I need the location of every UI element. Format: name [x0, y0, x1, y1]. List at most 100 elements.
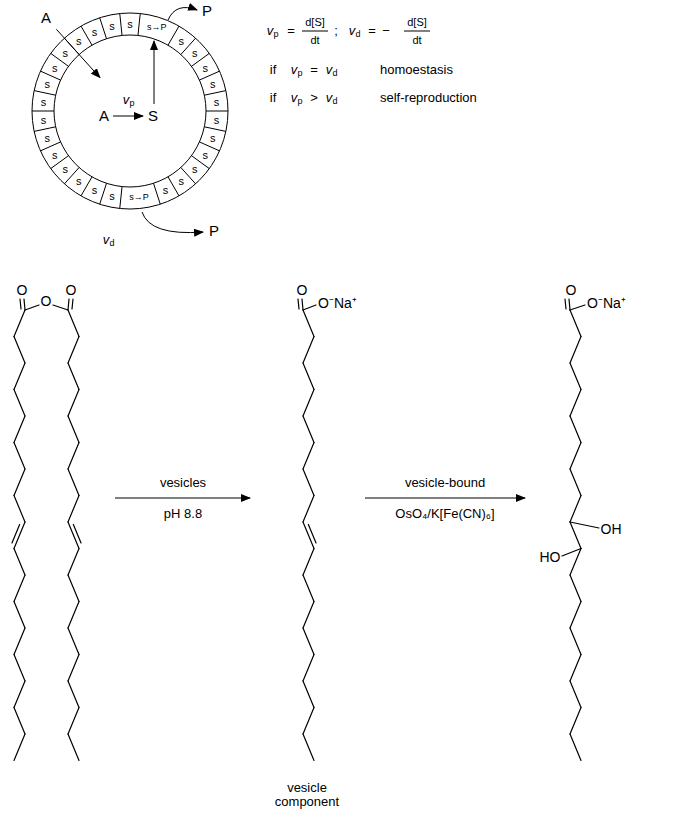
bond [570, 496, 581, 523]
bond [303, 496, 314, 523]
bond [570, 443, 581, 470]
segment-divider [34, 91, 56, 96]
bond [14, 734, 25, 761]
bond [303, 416, 314, 443]
bond [68, 734, 79, 761]
bond [570, 708, 581, 735]
bond [68, 443, 79, 470]
chem-label: O [41, 294, 52, 309]
segment-label: s [210, 132, 216, 144]
segment-label: s [52, 148, 58, 160]
bond [14, 416, 25, 443]
chem-label: OsO₄/K[Fe(CN)₆] [395, 507, 494, 521]
bond [68, 575, 79, 602]
segment-label: s [214, 114, 220, 126]
bond [68, 390, 79, 417]
chem-label: HO [540, 550, 561, 565]
segment-label: s [203, 148, 209, 160]
bond [570, 390, 581, 417]
segment-label: s [178, 175, 184, 187]
math-label: S [148, 108, 158, 125]
bond [68, 681, 79, 708]
math-label: A [41, 10, 51, 27]
bond [303, 469, 314, 496]
bond [570, 310, 581, 337]
math-label: if [270, 91, 277, 105]
bond [68, 602, 79, 629]
bond [303, 443, 314, 470]
math-label: d [332, 69, 337, 79]
segment-divider [40, 71, 60, 80]
bond [68, 655, 79, 682]
math-label: d [355, 30, 360, 40]
vesicle-inner [54, 35, 206, 187]
chem-label: O [66, 283, 77, 298]
math-label: v [103, 233, 110, 247]
chem-label: O⁻Na⁺ [318, 296, 357, 311]
math-label: d [109, 239, 114, 249]
segment-label: s [203, 61, 209, 73]
bond [14, 549, 25, 576]
segment-divider [120, 187, 122, 209]
bond [570, 681, 581, 708]
math-label: v [291, 91, 298, 105]
math-label: dt [310, 34, 319, 46]
bond [14, 496, 25, 523]
segment-label: s [127, 18, 133, 30]
segment-divider [81, 26, 92, 45]
vesicle-outer [32, 13, 228, 209]
bond [303, 681, 314, 708]
math-label: > [310, 91, 318, 105]
segment-divider [168, 26, 179, 45]
bond [570, 416, 581, 443]
bond [303, 575, 314, 602]
double-bond [20, 299, 21, 309]
math-label: v [326, 63, 333, 77]
bond [14, 390, 25, 417]
segment-label: s→P [129, 193, 149, 203]
double-bond [12, 524, 20, 543]
math-label: = [287, 24, 295, 38]
double-bond [24, 299, 25, 310]
bond [303, 390, 314, 417]
bond [570, 337, 581, 364]
bond [562, 549, 581, 557]
bond [14, 602, 25, 629]
chem-label: O [17, 283, 28, 298]
bond [570, 522, 581, 549]
bond [14, 681, 25, 708]
math-label: − [382, 24, 390, 38]
bond [303, 708, 314, 735]
bond [68, 310, 79, 337]
segment-label: s [192, 47, 198, 59]
double-bond [72, 299, 73, 309]
reaction-arrow [113, 116, 143, 117]
bond [570, 305, 585, 310]
math-label: = [310, 63, 318, 77]
math-label: P [209, 223, 219, 240]
double-bond [302, 299, 303, 310]
release-arrow [168, 8, 197, 20]
chem-label: vesicles [160, 476, 206, 490]
math-label: dt [412, 34, 421, 46]
segment-divider [206, 111, 228, 112]
bond [570, 734, 581, 761]
bond [303, 310, 314, 337]
math-label: v [349, 24, 356, 38]
bond [14, 443, 25, 470]
release-arrow [142, 212, 203, 233]
segment-divider [100, 18, 107, 39]
bond [68, 469, 79, 496]
bond [68, 496, 79, 523]
math-label: d [332, 97, 337, 107]
segment-divider [32, 111, 54, 112]
bond [68, 708, 79, 735]
segment-label: s [76, 35, 82, 47]
bond [68, 549, 79, 576]
segment-label: s [45, 132, 51, 144]
chem-label: vesicle component [267, 781, 347, 810]
double-bond [68, 299, 69, 310]
math-label: v [291, 63, 298, 77]
segment-divider [204, 127, 226, 132]
